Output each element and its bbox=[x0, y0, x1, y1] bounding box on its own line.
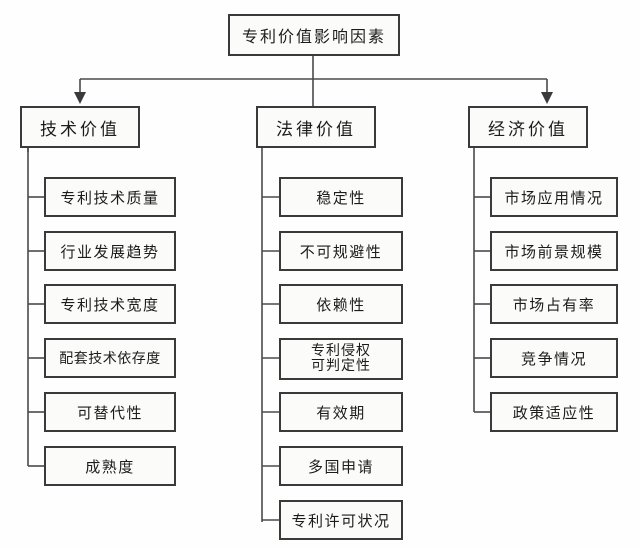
node-root-label: 专利价值影响因素 bbox=[241, 27, 386, 46]
node-branch-technical-label: 技术价值 bbox=[40, 119, 120, 140]
leaf-legal-6-label: 多国申请 bbox=[307, 457, 374, 476]
node-branch-economic-label: 经济价值 bbox=[488, 119, 568, 140]
leaf-technical-3[interactable]: 专利技术宽度 bbox=[44, 284, 176, 324]
leaf-legal-1-label: 稳定性 bbox=[316, 188, 366, 207]
leaf-technical-5-label: 可替代性 bbox=[76, 403, 143, 422]
leaf-technical-1-label: 专利技术质量 bbox=[60, 188, 160, 207]
leaf-economic-1-label: 市场应用情况 bbox=[504, 188, 604, 207]
node-root[interactable]: 专利价值影响因素 bbox=[228, 14, 400, 56]
leaf-economic-2-label: 市场前景规模 bbox=[504, 242, 604, 261]
leaf-technical-6-label: 成熟度 bbox=[85, 457, 135, 476]
leaf-technical-6[interactable]: 成熟度 bbox=[44, 446, 176, 486]
arrow-right bbox=[541, 92, 553, 104]
leaf-economic-4[interactable]: 竞争情况 bbox=[490, 338, 618, 378]
leaf-technical-4-label: 配套技术依存度 bbox=[59, 351, 161, 367]
leaf-technical-2[interactable]: 行业发展趋势 bbox=[44, 231, 176, 271]
leaf-legal-2[interactable]: 不可规避性 bbox=[279, 231, 403, 271]
leaf-economic-3[interactable]: 市场占有率 bbox=[490, 284, 618, 324]
leaf-economic-3-label: 市场占有率 bbox=[512, 295, 596, 314]
leaf-legal-2-label: 不可规避性 bbox=[299, 242, 383, 261]
leaf-legal-1[interactable]: 稳定性 bbox=[279, 177, 403, 217]
node-branch-legal[interactable]: 法律价值 bbox=[256, 106, 376, 148]
leaf-legal-7-label: 专利许可状况 bbox=[291, 511, 391, 530]
leaf-technical-3-label: 专利技术宽度 bbox=[60, 295, 160, 314]
leaf-legal-6[interactable]: 多国申请 bbox=[279, 446, 403, 486]
leaf-legal-4-label: 专利侵权 可判定性 bbox=[311, 342, 371, 374]
leaf-economic-5[interactable]: 政策适应性 bbox=[490, 392, 618, 432]
leaf-economic-1[interactable]: 市场应用情况 bbox=[490, 177, 618, 217]
leaf-legal-5[interactable]: 有效期 bbox=[279, 392, 403, 432]
leaf-legal-5-label: 有效期 bbox=[316, 403, 366, 422]
node-branch-technical[interactable]: 技术价值 bbox=[20, 106, 140, 148]
node-branch-economic[interactable]: 经济价值 bbox=[468, 106, 588, 148]
leaf-technical-2-label: 行业发展趋势 bbox=[60, 242, 160, 261]
leaf-technical-4[interactable]: 配套技术依存度 bbox=[44, 338, 176, 378]
arrow-left bbox=[74, 92, 86, 104]
leaf-legal-3[interactable]: 依赖性 bbox=[279, 284, 403, 324]
leaf-legal-3-label: 依赖性 bbox=[316, 295, 366, 314]
leaf-legal-4[interactable]: 专利侵权 可判定性 bbox=[279, 338, 403, 380]
leaf-economic-2[interactable]: 市场前景规模 bbox=[490, 231, 618, 271]
leaf-technical-5[interactable]: 可替代性 bbox=[44, 392, 176, 432]
leaf-economic-5-label: 政策适应性 bbox=[512, 403, 596, 422]
node-branch-legal-label: 法律价值 bbox=[276, 119, 356, 140]
leaf-technical-1[interactable]: 专利技术质量 bbox=[44, 177, 176, 217]
leaf-economic-4-label: 竞争情况 bbox=[520, 349, 587, 368]
leaf-legal-7[interactable]: 专利许可状况 bbox=[279, 500, 403, 540]
